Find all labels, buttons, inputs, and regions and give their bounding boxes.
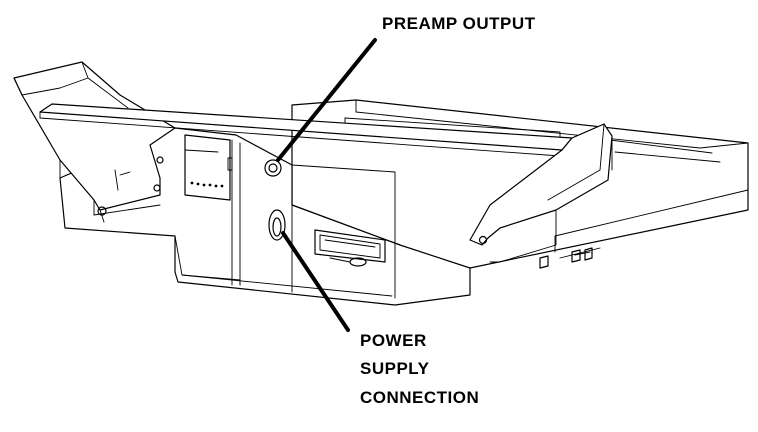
card-slot — [314, 229, 386, 267]
power-leader-line — [281, 231, 350, 332]
power-supply-label-line-3: CONNECTION — [360, 388, 479, 407]
power-supply-label: POWER SUPPLY CONNECTION — [360, 331, 479, 407]
power-supply-label-line-1: POWER — [360, 331, 427, 350]
front-base — [59, 127, 471, 306]
preamp-output-label: PREAMP OUTPUT — [382, 14, 536, 33]
oval-connector-icon — [268, 209, 286, 241]
right-bracket-arm — [469, 123, 613, 246]
round-jack-icon — [264, 159, 282, 177]
preamp-leader-line — [276, 38, 377, 162]
chassis-drawing — [13, 61, 749, 306]
left-bracket-arm — [13, 61, 176, 211]
board-pins — [190, 181, 224, 188]
power-supply-label-line-2: SUPPLY — [360, 359, 430, 378]
